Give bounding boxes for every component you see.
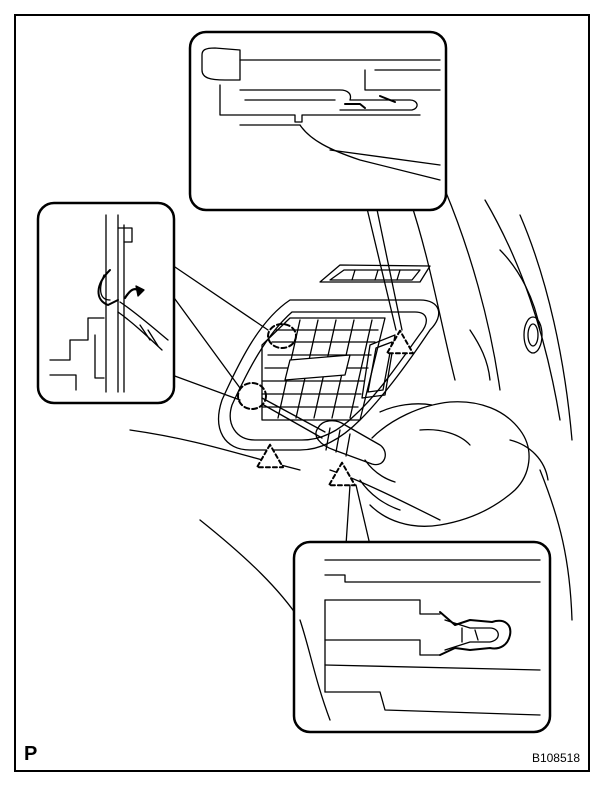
left-clip-circle [237,382,267,410]
figure-frame [14,14,590,772]
clip-position-triangle [256,443,284,469]
figure-code: B108518 [531,751,580,765]
left-clip-detail-callout [36,201,269,405]
upper-clip-detail-callout [188,30,448,331]
page-corner-mark: P [24,743,38,765]
clip-location-circles [237,323,297,410]
lower-clip-detail-callout [292,484,552,734]
clip-position-triangle [386,329,414,355]
hand-with-screwdriver [261,397,549,527]
upper-clip-circle [267,323,297,349]
clip-position-triangle [328,461,356,487]
